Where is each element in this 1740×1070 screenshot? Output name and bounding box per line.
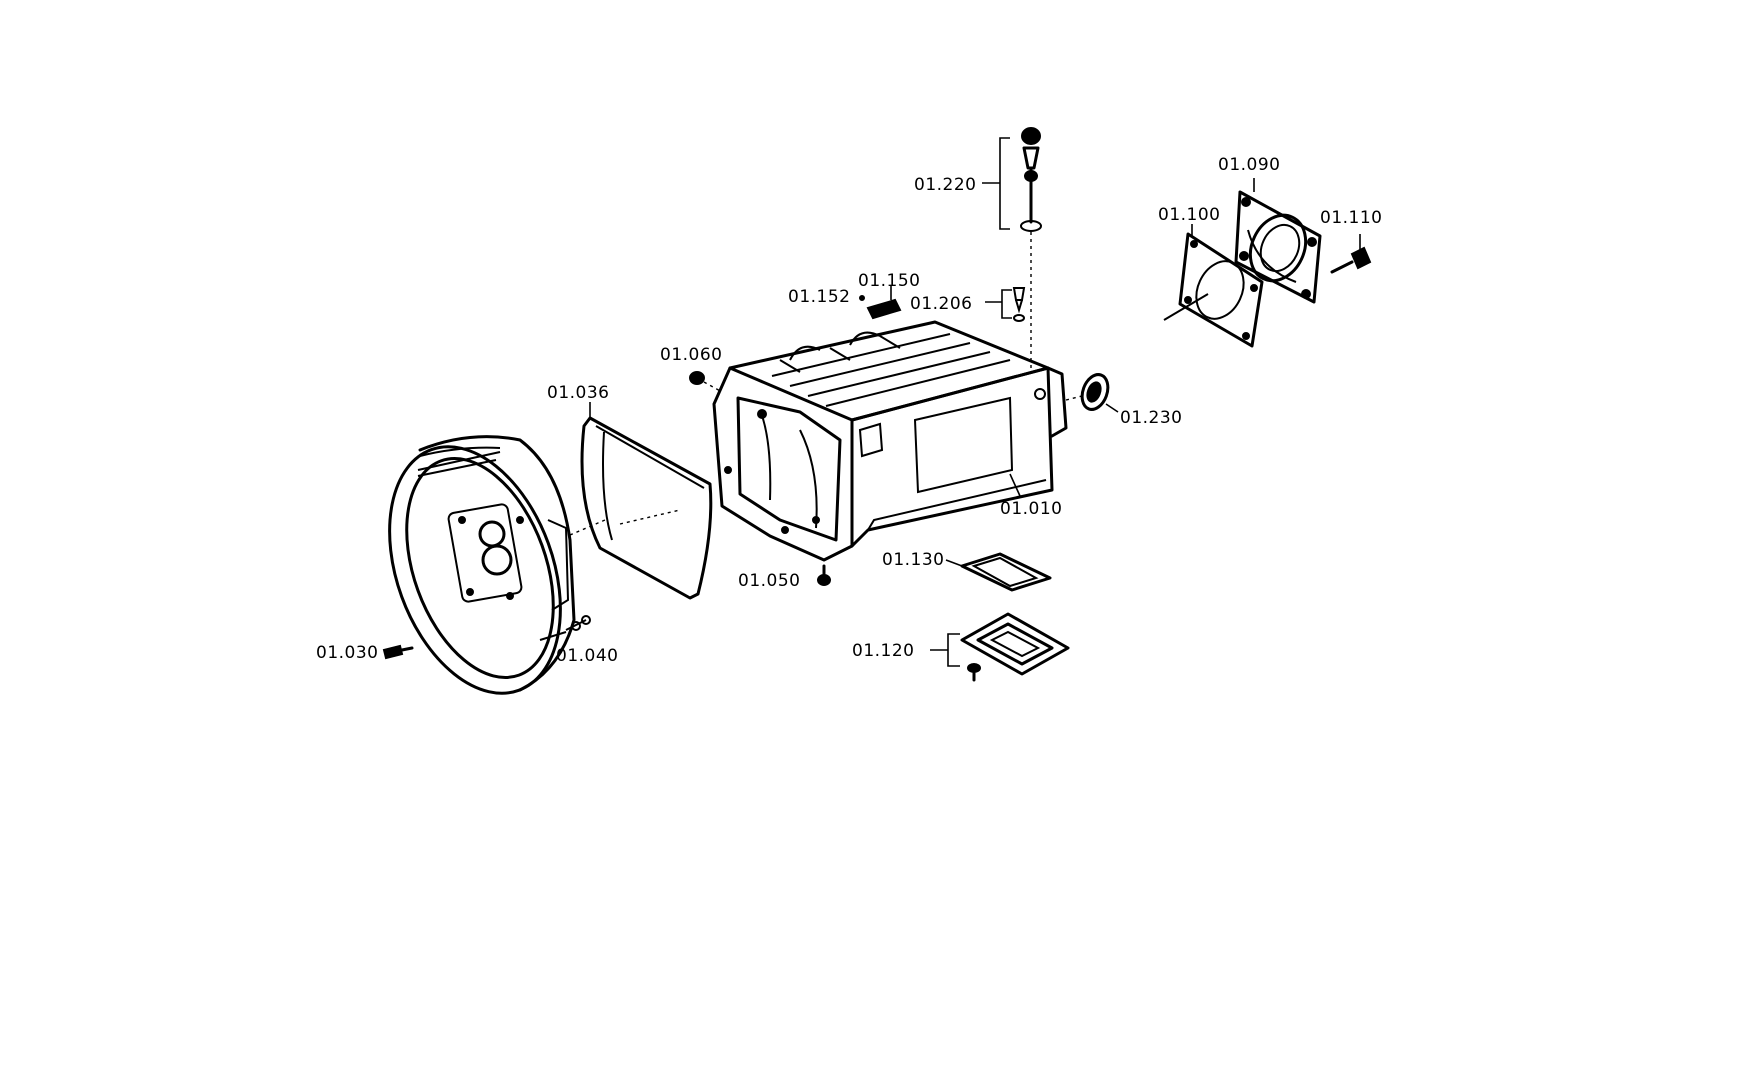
label-01-010: 01.010 [1000, 499, 1062, 519]
part-01-090-flange [1234, 190, 1322, 304]
label-01-100: 01.100 [1158, 205, 1220, 225]
part-01-050-plug [817, 564, 831, 586]
part-01-030-bolt [382, 644, 414, 660]
part-01-130-gasket [960, 552, 1052, 592]
label-01-130: 01.130 [882, 550, 944, 570]
leader-01-230 [1105, 403, 1119, 413]
label-01-040: 01.040 [556, 646, 618, 666]
part-01-110-bolt [1330, 234, 1372, 274]
part-01-036-gasket [580, 416, 713, 600]
label-01-030: 01.030 [316, 643, 378, 663]
label-01-060: 01.060 [660, 345, 722, 365]
bracket-01-206 [985, 289, 1012, 319]
label-01-206: 01.206 [910, 294, 972, 314]
label-01-220: 01.220 [914, 175, 976, 195]
label-01-036: 01.036 [547, 383, 609, 403]
part-01-230-seal [1065, 373, 1110, 411]
part-01-206-valve [1012, 287, 1026, 322]
part-01-060-plug [689, 371, 723, 393]
label-01-120: 01.120 [852, 641, 914, 661]
label-01-150: 01.150 [858, 271, 920, 291]
part-01-010-housing [712, 320, 1068, 562]
label-01-110: 01.110 [1320, 208, 1382, 228]
label-01-050: 01.050 [738, 571, 800, 591]
leader-01-130 [945, 559, 963, 567]
part-01-220-rod [1020, 127, 1042, 370]
label-01-230: 01.230 [1120, 408, 1182, 428]
label-01-090: 01.090 [1218, 155, 1280, 175]
bracket-01-220 [982, 137, 1010, 230]
part-01-100-gasket [1163, 232, 1264, 348]
part-01-120-cover [960, 612, 1070, 682]
leader-01-010 [1009, 473, 1021, 497]
bracket-01-120 [930, 633, 960, 667]
part-01-150-plate [859, 285, 902, 320]
label-01-152: 01.152 [788, 287, 850, 307]
part-bell-housing [388, 435, 606, 695]
part-01-040-pin [565, 615, 591, 631]
